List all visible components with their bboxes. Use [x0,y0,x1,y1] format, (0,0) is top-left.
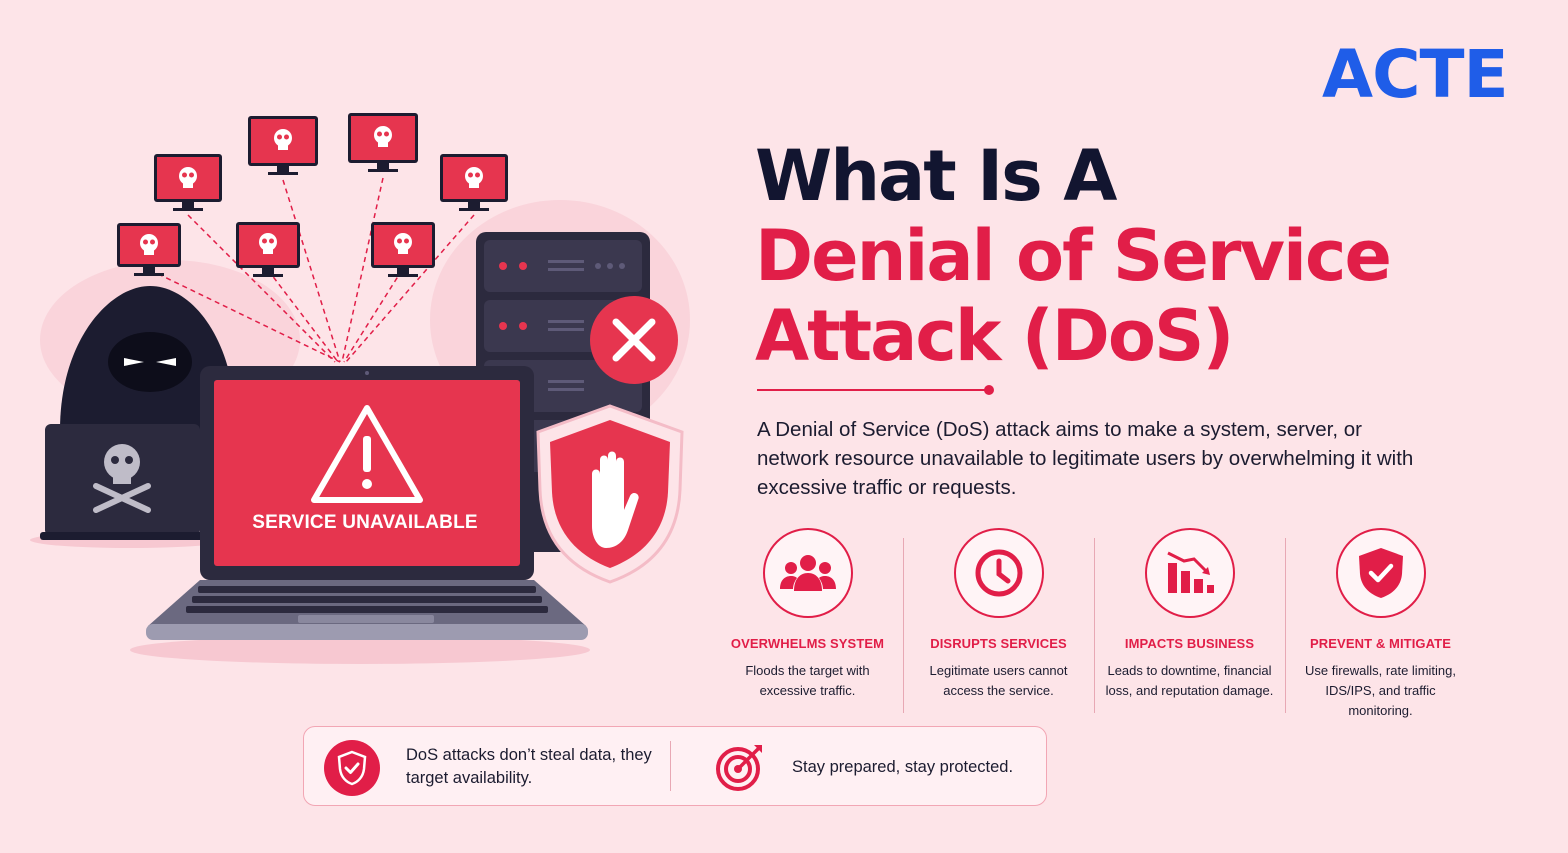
feature-title: IMPACTS BUSINESS [1124,636,1255,651]
feature-title: PREVENT & MITIGATE [1310,636,1451,651]
title-underline-dot [984,385,994,395]
title-line-1: What Is A [755,135,1117,217]
feature-title: DISRUPTS SERVICES [930,636,1067,651]
footer-note: DoS attacks don’t steal data, they targe… [406,746,652,787]
feature-title: OVERWHELMS SYSTEM [730,636,885,651]
warning-icon [311,405,423,503]
shield-hand-icon [536,404,684,584]
description: A Denial of Service (DoS) attack aims to… [757,418,1414,499]
hacker-icon [40,286,236,540]
users-icon [762,528,853,618]
title-line-2: Denial of Service [755,215,1392,297]
footer-bar: DoS attacks don’t steal data, they targe… [303,726,1047,806]
error-x-icon [590,296,678,384]
feature-overwhelms-system: OVERWHELMS SYSTEM Floods the target with… [712,528,903,718]
dos-illustration [30,113,690,664]
service-unavailable-label: SERVICE UNAVAILABLE [252,512,478,533]
feature-text: Floods the target with excessive traffic… [745,663,870,698]
feature-text: Use firewalls, rate limiting, IDS/IPS, a… [1305,663,1456,718]
laptop-icon [146,366,588,640]
feature-text: Legitimate users cannot access the servi… [929,663,1068,698]
title-line-3: Attack (DoS) [755,295,1234,377]
chart-down-icon [1144,528,1235,618]
footer-tagline: Stay prepared, stay protected. [792,758,1014,776]
feature-list: OVERWHELMS SYSTEM Floods the target with… [712,528,1476,718]
feature-disrupts-services: DISRUPTS SERVICES Legitimate users canno… [903,528,1094,718]
skull-monitor-icon [117,113,508,277]
clock-icon [953,528,1044,618]
acte-logo: ACTE [1322,36,1509,113]
shield-check-icon [324,740,380,801]
feature-text: Leads to downtime, financial loss, and r… [1105,663,1274,698]
title-underline [757,389,987,391]
target-icon [714,741,766,798]
feature-prevent-mitigate: PREVENT & MITIGATE Use firewalls, rate l… [1285,528,1476,718]
feature-impacts-business: IMPACTS BUSINESS Leads to downtime, fina… [1094,528,1285,718]
page-title: What Is A Denial of Service Attack (DoS) [755,136,1455,376]
footer-divider [670,741,671,791]
shield-check-icon [1335,528,1426,618]
